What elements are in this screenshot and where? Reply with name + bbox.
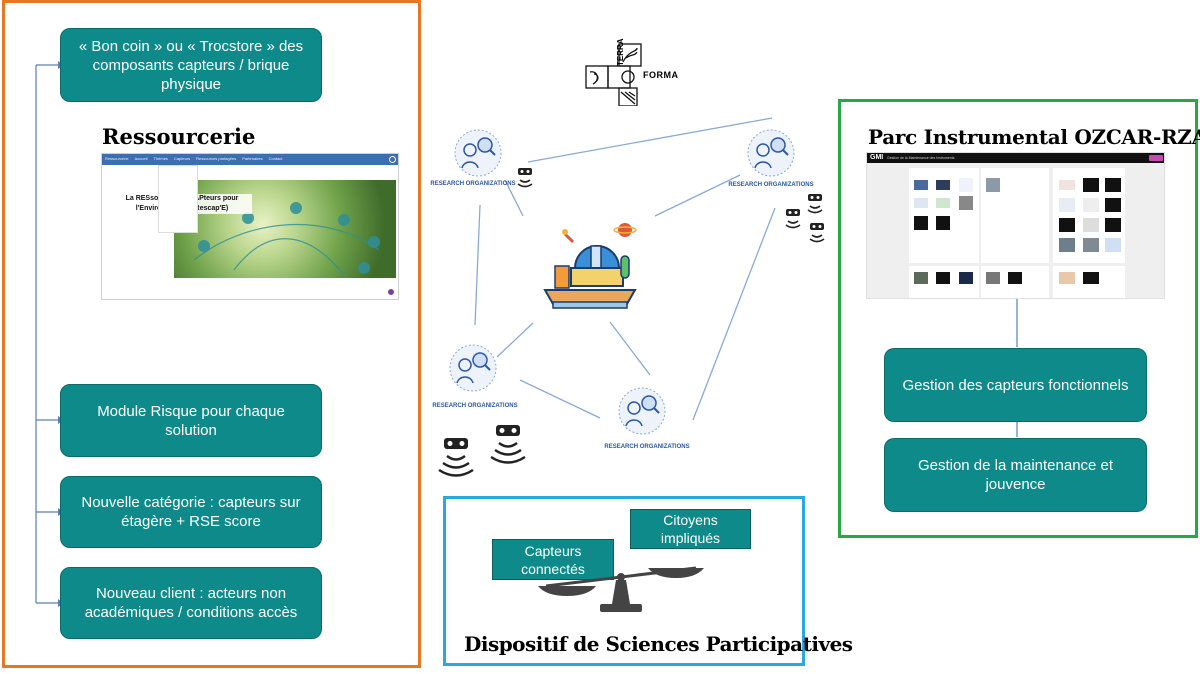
thumbnail — [914, 198, 928, 208]
sensor-icon — [809, 223, 825, 243]
research-org-label: RESEARCH ORGANIZATIONS — [728, 182, 814, 188]
sensor-icon — [807, 194, 823, 214]
research-org-node: RESEARCH ORGANIZATIONS — [428, 128, 518, 200]
thumbnail — [936, 180, 950, 190]
thumbnail — [1083, 178, 1099, 192]
logo-forma: FORMA — [643, 70, 679, 80]
thumbnail — [1105, 198, 1121, 212]
research-org-label: RESEARCH ORGANIZATIONS — [430, 181, 516, 187]
ozcar-panel — [838, 99, 1198, 538]
observatory-icon — [543, 223, 637, 309]
thumbnail — [959, 272, 973, 284]
gmi-topbar: GMI Gestion de la Maintenance des Instru… — [867, 153, 1164, 163]
research-org-label: RESEARCH ORGANIZATIONS — [604, 444, 690, 450]
gmi-panel-b — [981, 168, 1049, 263]
dropdown-menu — [158, 165, 198, 233]
maintenance-box: Gestion de la maintenance et jouvence — [884, 438, 1147, 512]
sensor-icon — [490, 425, 526, 464]
thumbnail — [1059, 272, 1075, 284]
thumbnail — [914, 272, 928, 284]
research-org-icon — [618, 387, 666, 435]
risk-module-box: Module Risque pour chaque solution — [60, 384, 322, 457]
thumbnail — [1083, 218, 1099, 232]
connected-sensors-label: Capteurs connectés — [492, 539, 614, 580]
search-icon[interactable] — [389, 156, 396, 163]
new-category-box: Nouvelle catégorie : capteurs sur étagèr… — [60, 476, 322, 548]
gmi-panel-a — [909, 168, 979, 263]
nav-item[interactable]: Ressourcerie — [105, 156, 129, 161]
terraforma-mark — [585, 43, 642, 107]
gmi-subtitle: Gestion de la Maintenance des Instrument… — [887, 156, 955, 160]
nav-item[interactable]: Contact — [268, 156, 283, 161]
thumbnail — [1059, 218, 1075, 232]
sensor-icon — [517, 168, 533, 188]
terraforma-logo: TERRA FORMA — [585, 36, 685, 107]
gmi-panel-f — [1053, 266, 1125, 298]
gmi-connector — [1016, 299, 1018, 437]
citizens-label: Citoyens impliqués — [630, 509, 751, 549]
gmi-screenshot: GMI Gestion de la Maintenance des Instru… — [866, 152, 1165, 299]
sensor-icon — [438, 438, 474, 477]
ozcar-heading: Parc Instrumental OZCAR-RZA — [868, 125, 1200, 149]
thumbnail — [959, 196, 973, 210]
thumbnail — [1008, 272, 1022, 284]
ressourcerie-panel — [2, 0, 421, 668]
thumbnail — [1105, 218, 1121, 232]
research-org-node: RESEARCH ORGANIZATIONS — [430, 343, 520, 419]
marketplace-box: « Bon coin » ou « Trocstore » des compos… — [60, 28, 322, 102]
new-client-box: Nouveau client : acteurs non académiques… — [60, 567, 322, 639]
site-navbar: Ressourcerie Accueil Thèmes Capteurs Res… — [102, 154, 398, 165]
nav-item[interactable]: Accueil — [134, 156, 148, 161]
thumbnail — [936, 198, 950, 208]
thumbnail — [1059, 180, 1075, 190]
research-org-icon — [449, 344, 497, 392]
research-org-icon — [747, 129, 795, 177]
thumbnail — [986, 272, 1000, 284]
logo-terra: TERRA — [616, 38, 625, 66]
participative-panel — [443, 496, 805, 666]
thumbnail — [936, 272, 950, 284]
scroll-badge[interactable] — [388, 289, 394, 295]
balance-scale-icon — [538, 566, 704, 612]
thumbnail — [914, 180, 928, 190]
thumbnail — [986, 178, 1000, 192]
nav-item[interactable]: Capteurs — [173, 156, 191, 161]
research-org-node: RESEARCH ORGANIZATIONS — [728, 128, 818, 200]
functional-sensors-box: Gestion des capteurs fonctionnels — [884, 348, 1147, 422]
gmi-app-name: GMI — [870, 154, 884, 161]
site-nav-items: Ressourcerie Accueil Thèmes Capteurs Res… — [105, 156, 282, 161]
research-org-icon — [454, 129, 502, 177]
gmi-panel-c — [1053, 168, 1125, 263]
gmi-login-button[interactable] — [1149, 155, 1163, 161]
nav-item[interactable]: Thèmes — [153, 156, 168, 161]
thumbnail — [1059, 198, 1075, 212]
thumbnail — [1083, 198, 1099, 212]
thumbnail — [1059, 238, 1075, 252]
thumbnail — [1105, 238, 1121, 252]
participative-title: Dispositif de Sciences Participatives — [464, 632, 853, 656]
thumbnail — [914, 216, 928, 230]
network-overlay — [193, 202, 380, 276]
thumbnail — [1105, 178, 1121, 192]
ressourcerie-screenshot: Ressourcerie Accueil Thèmes Capteurs Res… — [101, 153, 399, 300]
thumbnail — [959, 178, 973, 192]
nav-item[interactable]: Ressources partagées — [196, 156, 237, 161]
gmi-panel-d — [909, 266, 979, 298]
thumbnail — [1083, 272, 1099, 284]
research-org-node: RESEARCH ORGANIZATIONS — [603, 386, 693, 462]
gmi-panel-e — [981, 266, 1049, 298]
thumbnail — [936, 216, 950, 230]
sensor-icon — [785, 209, 801, 229]
thumbnail — [1083, 238, 1099, 252]
ressourcerie-heading: Ressourcerie — [102, 124, 256, 149]
research-org-label: RESEARCH ORGANIZATIONS — [432, 403, 518, 409]
nav-item[interactable]: Partenaires — [242, 156, 263, 161]
